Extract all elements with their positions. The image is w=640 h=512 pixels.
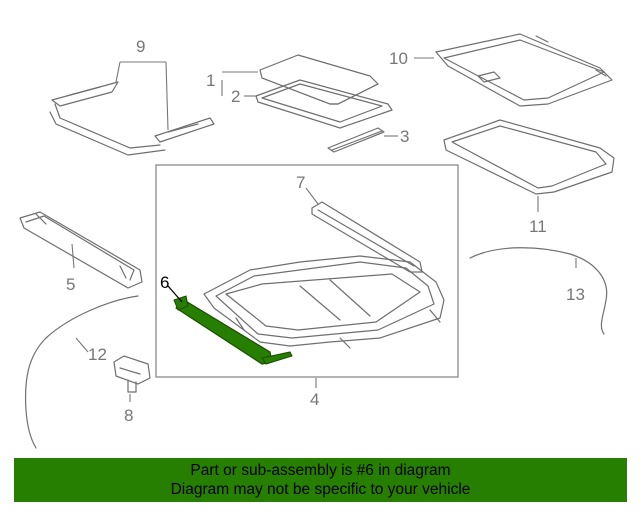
- part-11-seal: [443, 119, 615, 195]
- callout-10: 10: [389, 49, 408, 68]
- callout-9: 9: [136, 37, 145, 56]
- banner-line-2: Diagram may not be specific to your vehi…: [170, 481, 471, 498]
- callout-1-2-leader: [221, 71, 258, 97]
- part-12-drain-hose: [24, 295, 139, 449]
- housing-assembly-box: [155, 164, 459, 378]
- part-10-sunshade: [435, 33, 613, 107]
- callout-5: 5: [66, 275, 75, 294]
- info-banner: Part or sub-assembly is #6 in diagram Di…: [14, 458, 627, 502]
- part-3-deflector: [327, 127, 385, 153]
- callout-2: 2: [231, 87, 240, 106]
- part-7-front-rail: [311, 201, 423, 273]
- banner-line-1: Part or sub-assembly is #6 in diagram: [190, 462, 451, 479]
- callout-7: 7: [296, 173, 305, 192]
- callout-12: 12: [88, 345, 107, 364]
- part-1-glass-panel: [259, 54, 379, 105]
- part-2-weatherstrip: [255, 79, 393, 129]
- callout-7-leader: [305, 187, 319, 205]
- part-13-drain-hose: [469, 247, 608, 335]
- callout-6: 6: [160, 273, 169, 292]
- callout-12-leader: [75, 337, 89, 353]
- part-9-rails: [49, 81, 215, 156]
- callout-6-leader: [167, 285, 183, 303]
- callout-3: 3: [400, 127, 409, 146]
- callout-11: 11: [529, 217, 547, 236]
- part-6-cross-bar-highlighted: [173, 295, 293, 365]
- callout-13: 13: [566, 285, 585, 304]
- callout-9-leader: [115, 61, 169, 131]
- callout-4: 4: [310, 390, 319, 409]
- part-5-side-rail: [19, 211, 143, 289]
- callout-5-leader: [71, 243, 75, 269]
- callout-1: 1: [206, 71, 215, 90]
- part-8-motor: [113, 355, 151, 393]
- callout-8: 8: [124, 406, 133, 425]
- part-4-housing-frame: [203, 255, 445, 349]
